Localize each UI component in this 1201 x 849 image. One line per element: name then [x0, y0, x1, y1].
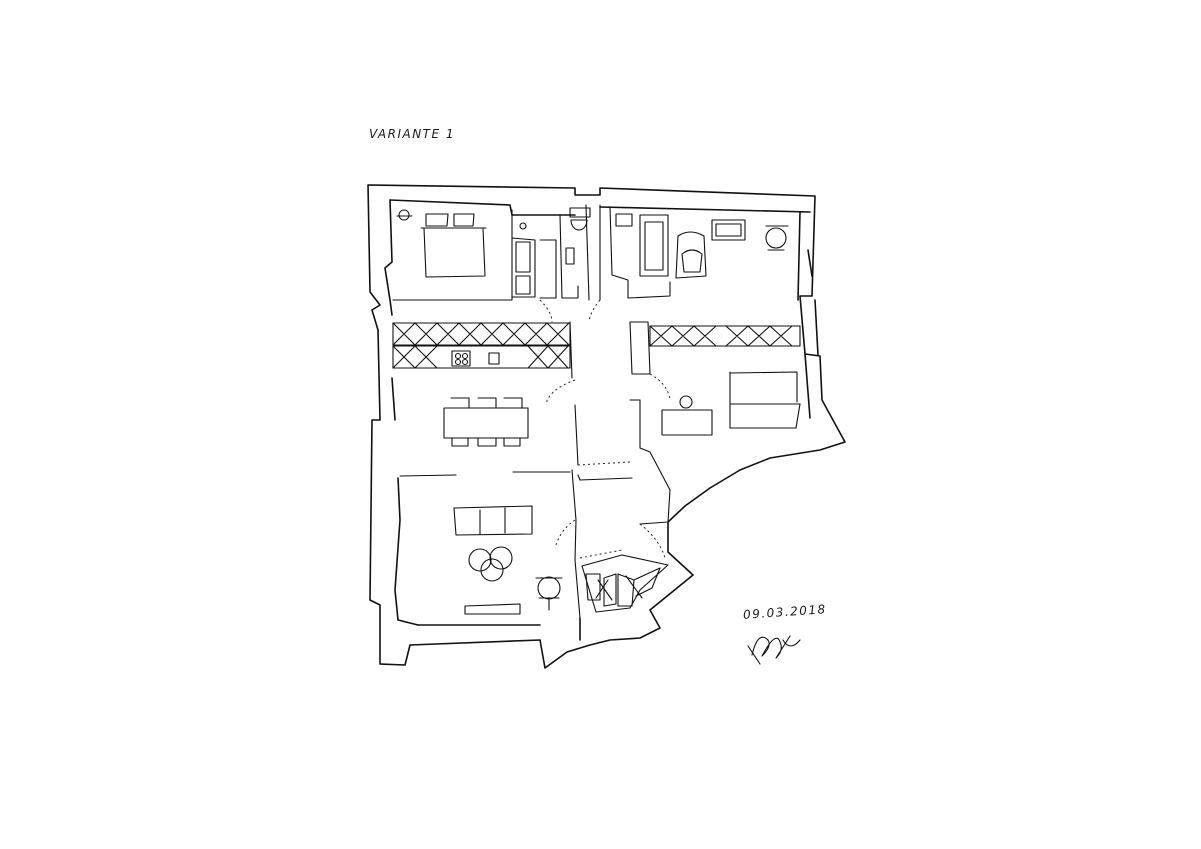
door-swings	[539, 299, 671, 559]
bathroom-right	[609, 206, 789, 299]
bedroom-top-left	[392, 209, 513, 301]
variant-label: VARIANTE 1	[369, 127, 456, 141]
living-room	[453, 469, 581, 619]
outer-walls	[367, 184, 846, 669]
entrance-closet	[581, 554, 669, 613]
dining-area	[399, 397, 571, 477]
bathroom-left	[511, 204, 601, 301]
signature-icon	[747, 635, 801, 665]
hallway	[574, 399, 671, 525]
kitchen	[392, 321, 573, 379]
bedroom-right	[629, 321, 801, 436]
